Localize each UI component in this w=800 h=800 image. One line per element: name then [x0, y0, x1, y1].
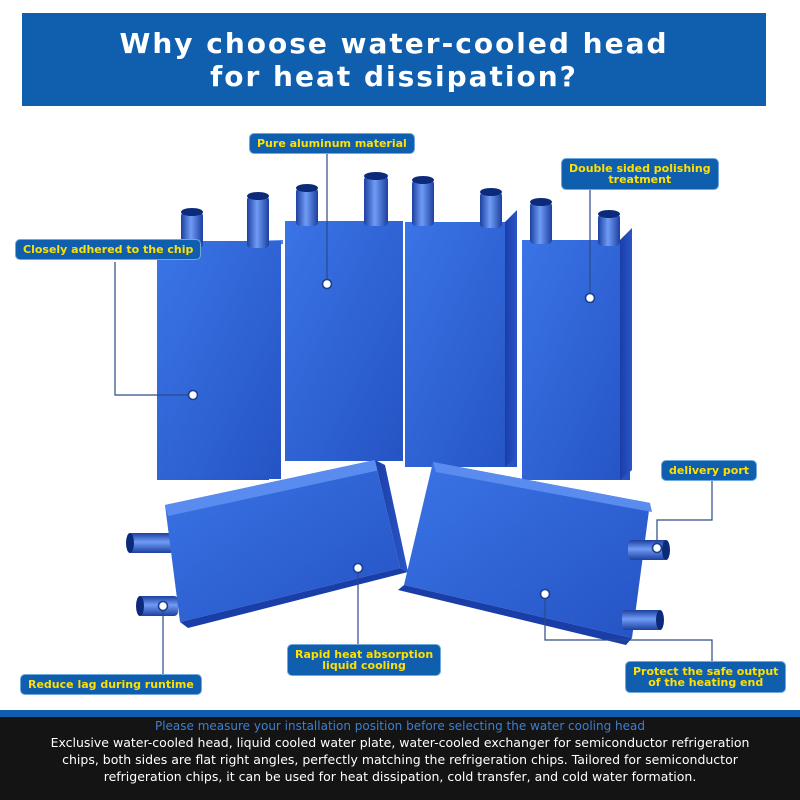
label-double-sided-line-2: treatment	[608, 173, 672, 186]
footer-line-3: refrigeration chips, it can be used for …	[103, 769, 697, 784]
cooling-block-1	[157, 192, 283, 480]
marker-dot-polishing	[584, 292, 596, 304]
footer-line-2: chips, both sides are flat right angles,…	[62, 752, 738, 767]
title-banner: Why choose water-cooled head for heat di…	[22, 13, 766, 106]
label-closely-adhered-text: Closely adhered to the chip	[23, 243, 194, 256]
description-footer: Please measure your installation positio…	[0, 710, 800, 800]
title-line-2: for heat dissipation?	[210, 59, 578, 93]
cooling-block-3	[405, 176, 517, 467]
cooling-block-5	[126, 460, 408, 628]
label-pure-aluminum: Pure aluminum material	[249, 133, 415, 154]
cooling-block-6	[398, 462, 670, 645]
label-delivery-port: delivery port	[661, 460, 758, 481]
label-double-sided-line-1: Double sided polishing	[569, 162, 711, 175]
footer-line-1: Exclusive water-cooled head, liquid cool…	[50, 735, 750, 750]
label-rapid-heat-line-1: Rapid heat absorption	[295, 648, 434, 661]
marker-dot-adhered	[187, 389, 199, 401]
label-closely-adhered: Closely adhered to the chip	[15, 239, 202, 260]
marker-dots	[157, 278, 663, 612]
cooling-block-2	[285, 172, 403, 461]
label-protect-safe-output: Protect the safe output of the heating e…	[625, 661, 787, 693]
label-protect-line-2: of the heating end	[648, 676, 764, 689]
water-cooling-blocks-illustration	[114, 150, 713, 674]
marker-dot-delivery	[651, 542, 663, 554]
label-rapid-heat-absorption: Rapid heat absorption liquid cooling	[287, 644, 442, 676]
marker-dot-rapid-heat	[352, 562, 364, 574]
marker-dot-aluminum	[321, 278, 333, 290]
label-delivery-port-text: delivery port	[669, 464, 750, 477]
title-line-1: Why choose water-cooled head	[119, 26, 669, 60]
marker-dot-protect	[539, 588, 551, 600]
label-pure-aluminum-text: Pure aluminum material	[257, 137, 407, 150]
footer-subtitle: Please measure your installation positio…	[154, 719, 646, 733]
marker-dot-reduce-lag	[157, 600, 169, 612]
label-reduce-lag-text: Reduce lag during runtime	[28, 678, 194, 691]
label-reduce-lag: Reduce lag during runtime	[20, 674, 202, 695]
label-rapid-heat-line-2: liquid cooling	[322, 659, 406, 672]
cooling-block-4	[522, 198, 632, 480]
label-double-sided-polishing: Double sided polishing treatment	[561, 158, 719, 190]
label-protect-line-1: Protect the safe output	[633, 665, 779, 678]
